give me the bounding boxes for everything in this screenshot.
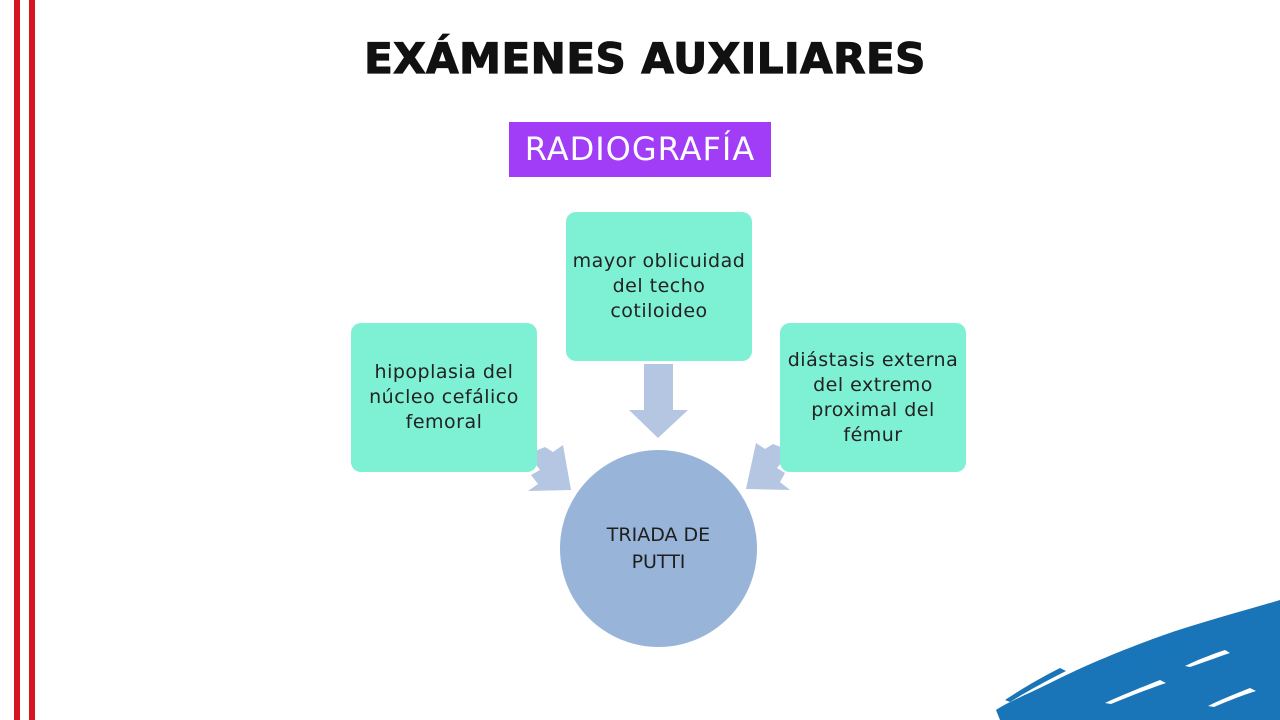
- red-stripe-right: [29, 0, 35, 720]
- arrow-right: [746, 443, 791, 490]
- arrow-left: [528, 445, 571, 491]
- red-stripe-left: [14, 0, 20, 720]
- node-right: diástasis externa del extremo proximal d…: [780, 323, 966, 472]
- center-node: TRIADA DE PUTTI: [560, 450, 757, 647]
- arrow-top: [629, 364, 688, 438]
- node-left: hipoplasia del núcleo cefálico femoral: [351, 323, 537, 472]
- slide-title: EXÁMENES AUXILIARES: [364, 33, 926, 83]
- subtitle-badge: RADIOGRAFÍA: [509, 122, 771, 177]
- node-top: mayor oblicuidad del techo cotiloideo: [566, 212, 752, 361]
